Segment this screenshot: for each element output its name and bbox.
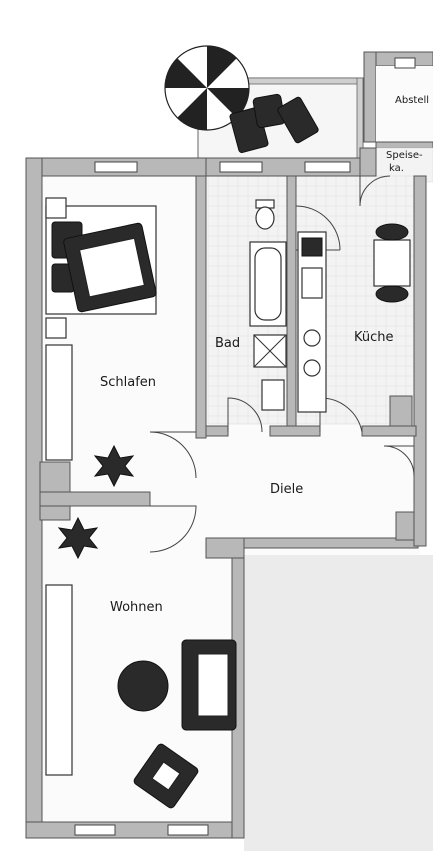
diele-label: Diele bbox=[270, 482, 303, 497]
kueche-label: Küche bbox=[354, 330, 394, 345]
speise-label-line1: Speise- bbox=[386, 150, 423, 161]
plant-icon bbox=[93, 444, 135, 488]
kitchen-counter-icon bbox=[297, 231, 327, 413]
nightstand-icon bbox=[45, 197, 67, 339]
bed-icon bbox=[45, 205, 157, 315]
coffee-table-icon bbox=[117, 660, 169, 712]
abstell-label: Abstell bbox=[395, 95, 429, 106]
speise-label-line2: ka. bbox=[389, 163, 404, 174]
wardrobe-icon bbox=[45, 344, 73, 461]
shower-icon bbox=[253, 334, 287, 368]
wohnen-label: Wohnen bbox=[110, 600, 163, 615]
abstell-room: Abstell bbox=[363, 51, 433, 143]
windows bbox=[74, 161, 351, 836]
sink-icon bbox=[261, 379, 285, 411]
deck-chair-icon bbox=[229, 93, 319, 154]
dining-table-icon bbox=[373, 223, 411, 303]
bad-label: Bad bbox=[215, 336, 240, 351]
schlafen-label: Schlafen bbox=[100, 375, 156, 390]
shelf-icon bbox=[45, 584, 73, 776]
bathtub-icon bbox=[249, 241, 287, 327]
neighbor-area bbox=[244, 555, 433, 851]
plant-icon bbox=[57, 516, 99, 560]
umbrella-icon bbox=[164, 45, 250, 131]
sofa-icon bbox=[181, 639, 237, 731]
toilet-icon bbox=[255, 199, 275, 230]
armchair-icon bbox=[133, 743, 199, 809]
